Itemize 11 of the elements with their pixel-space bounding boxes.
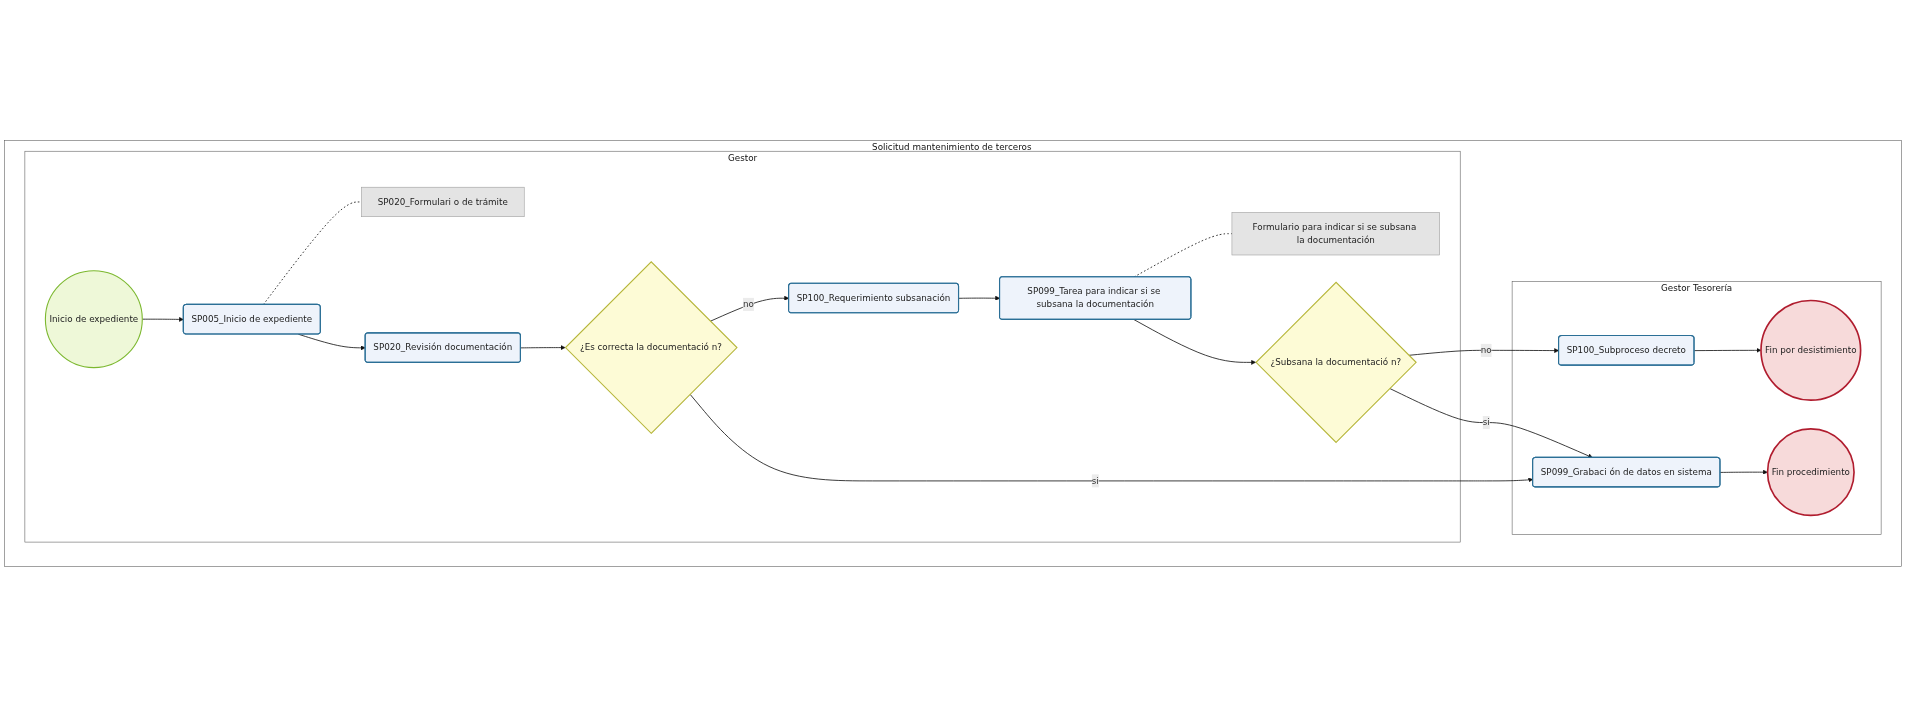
node-circle: Inicio de expediente [44, 270, 143, 369]
node-circle: Fin procedimiento [1766, 428, 1855, 517]
node-circle: Fin por desistimiento [1760, 299, 1862, 401]
edge-label: si [1091, 475, 1099, 486]
node-diamond: ¿Subsana la documentació n? [1255, 281, 1417, 444]
node-box: Formulario para indicar si se subsana la documentación [1231, 212, 1440, 256]
edge-label: si [1482, 417, 1490, 428]
edge-label: no [743, 298, 754, 310]
edge-label: no [1480, 344, 1492, 356]
node-box: SP020_Formulari o de trámite [361, 186, 525, 217]
node-diamond: ¿Es correcta la documentació n? [564, 261, 738, 435]
